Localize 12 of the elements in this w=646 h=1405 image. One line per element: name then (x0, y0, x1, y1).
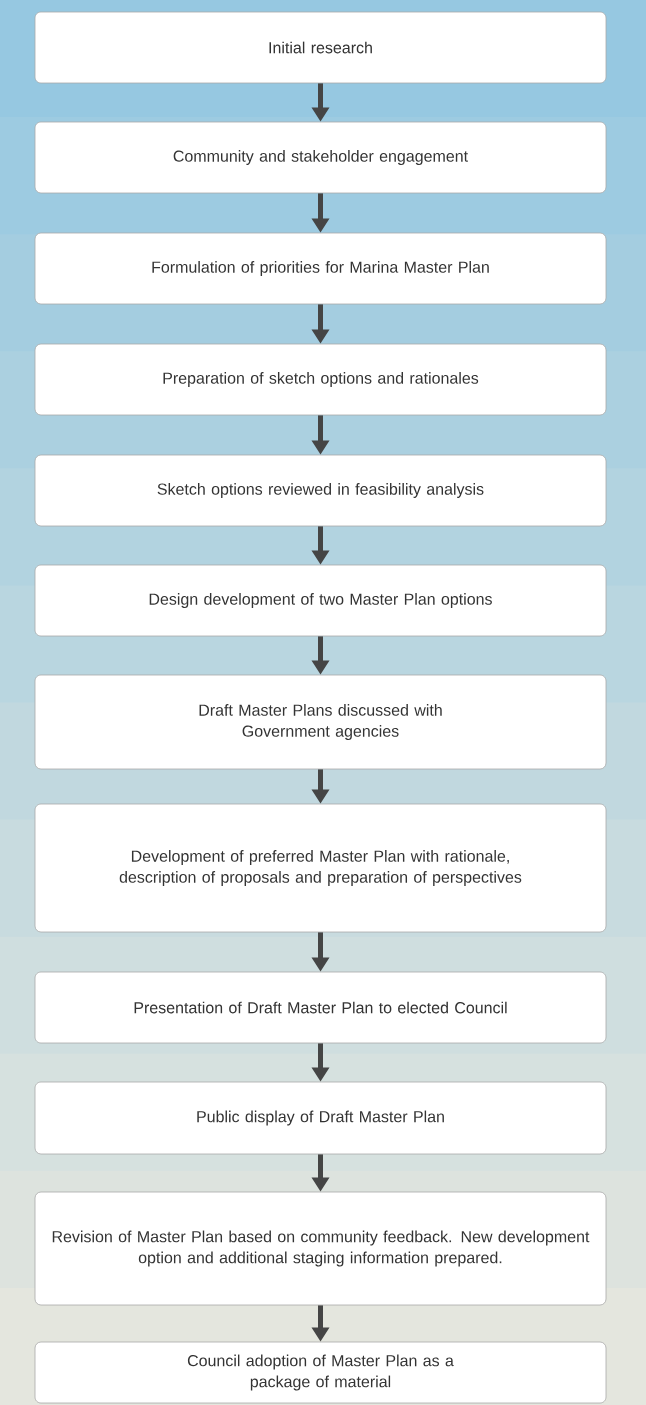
process-box: Council adoption of Master Plan as a package of material (34, 1341, 607, 1404)
process-box: Presentation of Draft Master Plan to elected Council (34, 971, 607, 1044)
process-box: Sketch options reviewed in feasibility analysis (34, 454, 607, 527)
process-box: Revision of Master Plan based on community feedback. New development option and additional staging information prepared. (34, 1191, 607, 1306)
process-box: Community and stakeholder engagement (34, 121, 607, 194)
process-box: Formulation of priorities for Marina Master Plan (34, 232, 607, 305)
process-box: Design development of two Master Plan options (34, 564, 607, 637)
process-box: Initial research (34, 11, 607, 84)
process-box: Development of preferred Master Plan with rationale, description of proposals and preparation of perspectives (34, 803, 607, 933)
process-box: Public display of Draft Master Plan (34, 1081, 607, 1155)
process-box: Draft Master Plans discussed with Government agencies (34, 674, 607, 770)
process-box: Preparation of sketch options and rationales (34, 343, 607, 416)
